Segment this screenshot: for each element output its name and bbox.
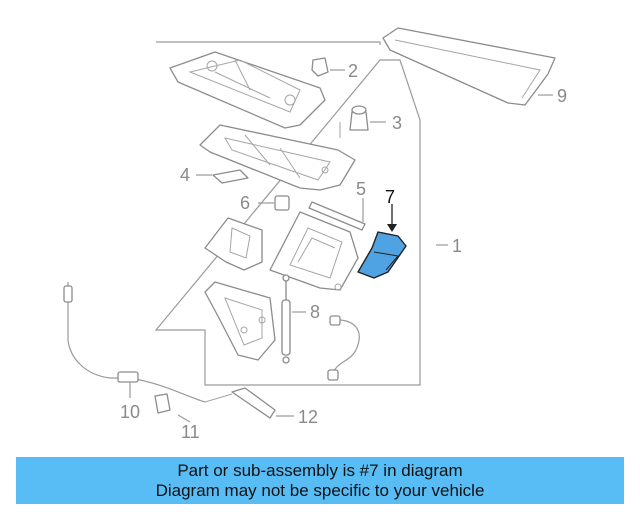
part-3-bolt — [339, 105, 386, 138]
parts-diagram: 1 2 3 4 5 6 7 8 9 10 11 12 — [63, 27, 567, 442]
part-9-cover-panel — [382, 27, 556, 106]
part-5-rod — [308, 198, 366, 231]
info-banner: Part or sub-assembly is #7 in diagram Di… — [16, 457, 624, 504]
callout-11: 11 — [181, 422, 200, 442]
part-10-cable — [63, 282, 206, 403]
callout-3: 3 — [392, 113, 402, 133]
part-2-clip — [311, 57, 345, 77]
center-bin — [269, 211, 359, 291]
left-bracket — [204, 217, 263, 271]
callout-1: 1 — [452, 236, 462, 256]
part-8-strut — [281, 274, 306, 364]
callout-2: 2 — [348, 61, 358, 81]
assembly-outline — [154, 41, 421, 386]
part-11-clip — [154, 393, 191, 423]
part-6-spacer — [258, 195, 290, 211]
callout-10: 10 — [120, 402, 140, 422]
callout-8: 8 — [310, 302, 320, 322]
part-12-release — [204, 387, 294, 419]
lower-plate — [204, 281, 276, 361]
callout-12: 12 — [298, 407, 318, 427]
callout-6: 6 — [240, 193, 250, 213]
middle-bracket — [199, 124, 356, 191]
callout-7: 7 — [385, 187, 395, 207]
banner-line-1: Part or sub-assembly is #7 in diagram — [177, 460, 463, 480]
sensor-wire — [327, 315, 360, 381]
upper-tray — [169, 51, 326, 129]
callout-9: 9 — [557, 86, 567, 106]
part-7-handle — [357, 204, 407, 279]
callout-5: 5 — [356, 179, 366, 199]
part-4-bracket — [196, 169, 249, 184]
callout-4: 4 — [180, 165, 190, 185]
banner-line-2: Diagram may not be specific to your vehi… — [155, 480, 485, 500]
